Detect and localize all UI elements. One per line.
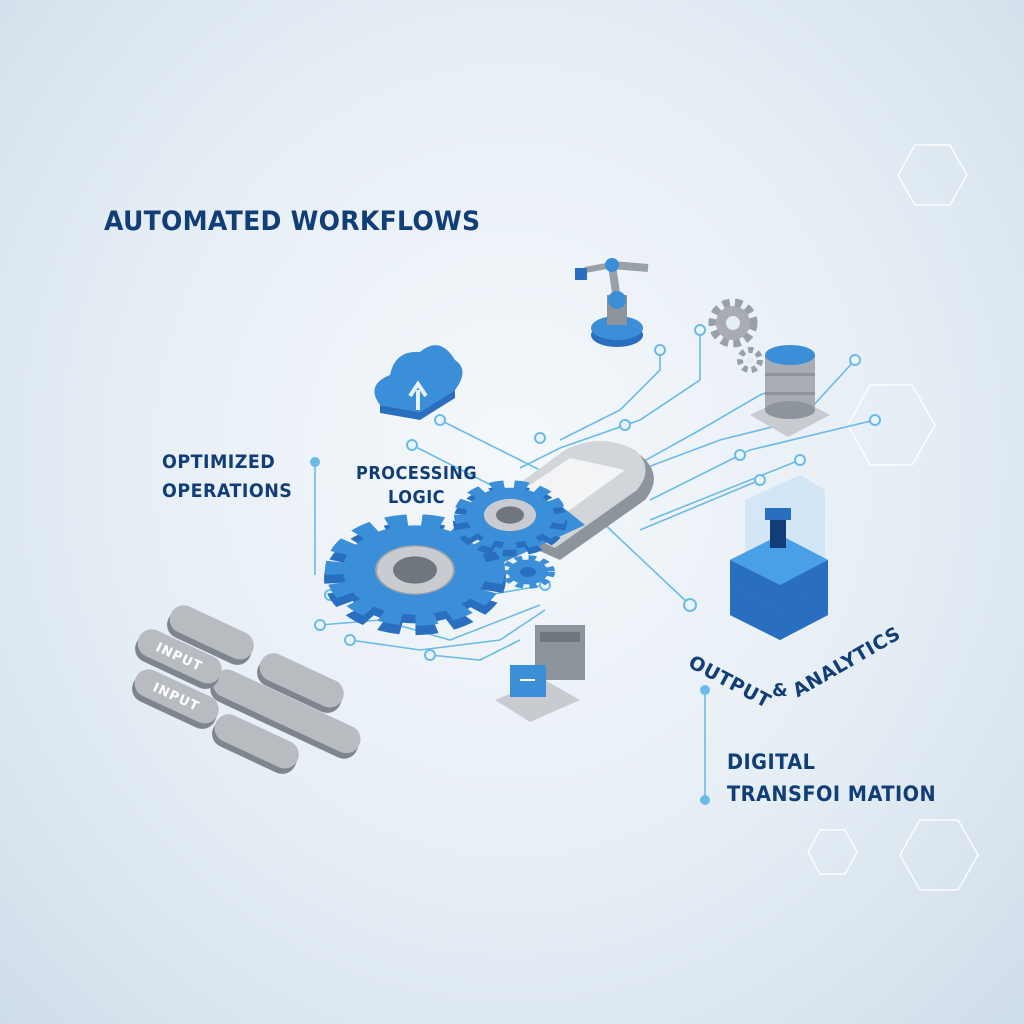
cloud-upload-icon [374,345,463,420]
input-block: INPUT [132,669,219,729]
computer-terminal-icon [495,625,585,722]
label-line: TRANSFOI MATION [727,782,937,806]
optimized-operations-label: OPTIMIZED OPERATIONS [162,448,292,506]
circuit-nodes [314,324,881,661]
large-gear-icon [324,514,506,636]
medium-gear-icon [453,480,567,557]
input-block: INPUT [135,629,222,689]
digital-transformation-label: DIGITAL TRANSFOI MATION [727,746,936,810]
input-blocks: INPUT INPUT [132,605,361,774]
ampersand-label: & [772,680,789,701]
label-line: OPERATIONS [162,480,293,502]
output-server-stack-icon [730,475,828,640]
label-line: DIGITAL [727,750,816,774]
hexagon-decorations [807,144,979,891]
settings-gears-icon [708,298,763,373]
connector-dots [310,457,710,805]
processing-logic-label: PROCESSING LOGIC [356,462,477,510]
robotic-arm-icon [575,258,649,347]
small-gear-icon [501,555,555,589]
label-line: PROCESSING [356,463,478,484]
circuit-lines [314,330,876,800]
database-icon [750,345,830,437]
page-title: AUTOMATED WORKFLOWS [104,206,481,237]
label-line: OPTIMIZED [162,451,276,473]
label-line: LOGIC [388,487,446,508]
